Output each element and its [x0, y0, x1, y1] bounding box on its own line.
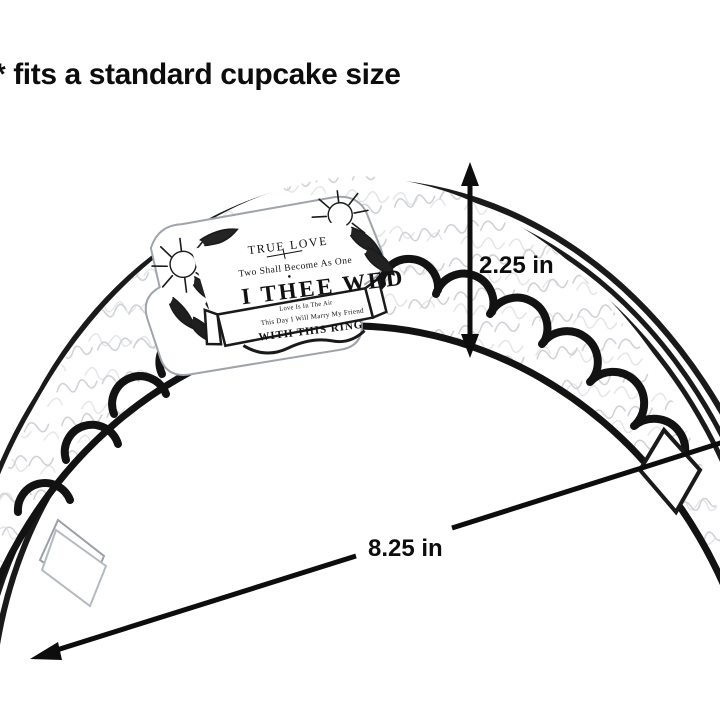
dimension-annotations	[30, 162, 720, 660]
page-title: * fits a standard cupcake size	[0, 58, 401, 91]
wrapper-end-tabs	[38, 518, 108, 608]
height-dimension-label: 2.25 in	[479, 252, 554, 279]
height-dimension-arrow	[461, 162, 479, 358]
width-dimension-label: 8.25 in	[368, 535, 443, 562]
width-dimension-arrow	[30, 440, 720, 660]
label-card: TRUE LOVE Two Shall Become As One I THEE…	[144, 190, 406, 376]
banner-ribbon	[203, 276, 388, 355]
